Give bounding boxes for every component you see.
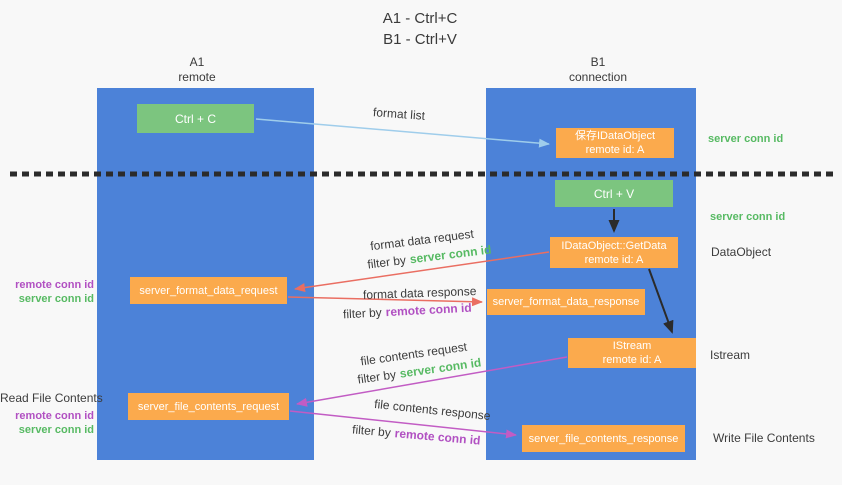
lifeline-a-role: remote xyxy=(178,70,216,84)
write-file-contents-annotation: Write File Contents xyxy=(713,431,815,445)
istream-line2: remote id: A xyxy=(602,354,662,366)
bottom-left-conn-ids: remote conn id server conn id xyxy=(0,409,94,437)
istream-annotation: Istream xyxy=(710,348,751,362)
server-conn-id-annotation-mid: server conn id xyxy=(710,211,786,223)
title-line-1: A1 - Ctrl+C xyxy=(382,10,458,27)
remote-conn-id-annotation: remote conn id xyxy=(15,279,94,291)
format-data-request-arrow xyxy=(294,251,550,293)
getdata-to-istream-arrow xyxy=(648,268,674,334)
mid-left-conn-ids: remote conn id server conn id xyxy=(0,278,94,306)
server-conn-id-annotation: server conn id xyxy=(18,424,94,436)
filter-by-text: filter by xyxy=(342,305,383,322)
format-list-arrow xyxy=(255,118,550,148)
ctrl-c-label: Ctrl + C xyxy=(174,111,216,126)
server-conn-id-annotation: server conn id xyxy=(18,293,94,305)
server-file-contents-request-label: server_file_contents_request xyxy=(137,400,280,413)
lifeline-b-role: connection xyxy=(568,70,628,84)
lifeline-a-header: A1 remote xyxy=(137,55,257,85)
server-format-data-request-label: server_format_data_request xyxy=(139,284,278,297)
server-format-data-request-box: server_format_data_request xyxy=(130,277,287,304)
remote-conn-id-annotation: remote conn id xyxy=(15,410,94,422)
ctrl-v-box: Ctrl + V xyxy=(555,180,673,207)
title-line-2: B1 - Ctrl+V xyxy=(383,31,457,48)
istream-box: IStream remote id: A xyxy=(568,338,696,368)
save-idataobject-box: 保存IDataObject remote id: A xyxy=(556,128,674,158)
ctrl-c-box: Ctrl + C xyxy=(137,104,254,133)
server-file-contents-response-box: server_file_contents_response xyxy=(522,425,685,452)
server-format-data-response-label: server_format_data_response xyxy=(492,296,640,308)
server-format-data-response-box: server_format_data_response xyxy=(487,289,645,315)
read-file-contents-annotation: Read File Contents xyxy=(0,391,103,405)
server-file-contents-request-box: server_file_contents_request xyxy=(128,393,289,420)
file-contents-request-arrow xyxy=(296,356,568,407)
save-idataobject-line2: remote id: A xyxy=(585,144,645,156)
format-data-response-arrow xyxy=(287,296,483,307)
ctrl-v-label: Ctrl + V xyxy=(593,186,635,201)
lifeline-a-name: A1 xyxy=(189,55,205,69)
diagram-title: A1 - Ctrl+C B1 - Ctrl+V xyxy=(320,8,520,50)
getdata-line2: remote id: A xyxy=(584,253,644,266)
istream-line1: IStream xyxy=(612,340,652,352)
lifeline-b-name: B1 xyxy=(590,55,606,69)
server-file-contents-response-label: server_file_contents_response xyxy=(528,432,679,445)
file-contents-response-arrow xyxy=(289,410,517,439)
server-conn-id-annotation-top: server conn id xyxy=(708,133,784,145)
lifeline-b-header: B1 connection xyxy=(538,55,658,85)
save-idataobject-line1: 保存IDataObject xyxy=(574,130,656,142)
dataobject-annotation: DataObject xyxy=(711,245,772,259)
idataobject-getdata-box: IDataObject::GetData remote id: A xyxy=(550,237,678,268)
getdata-line1: IDataObject::GetData xyxy=(561,239,667,252)
